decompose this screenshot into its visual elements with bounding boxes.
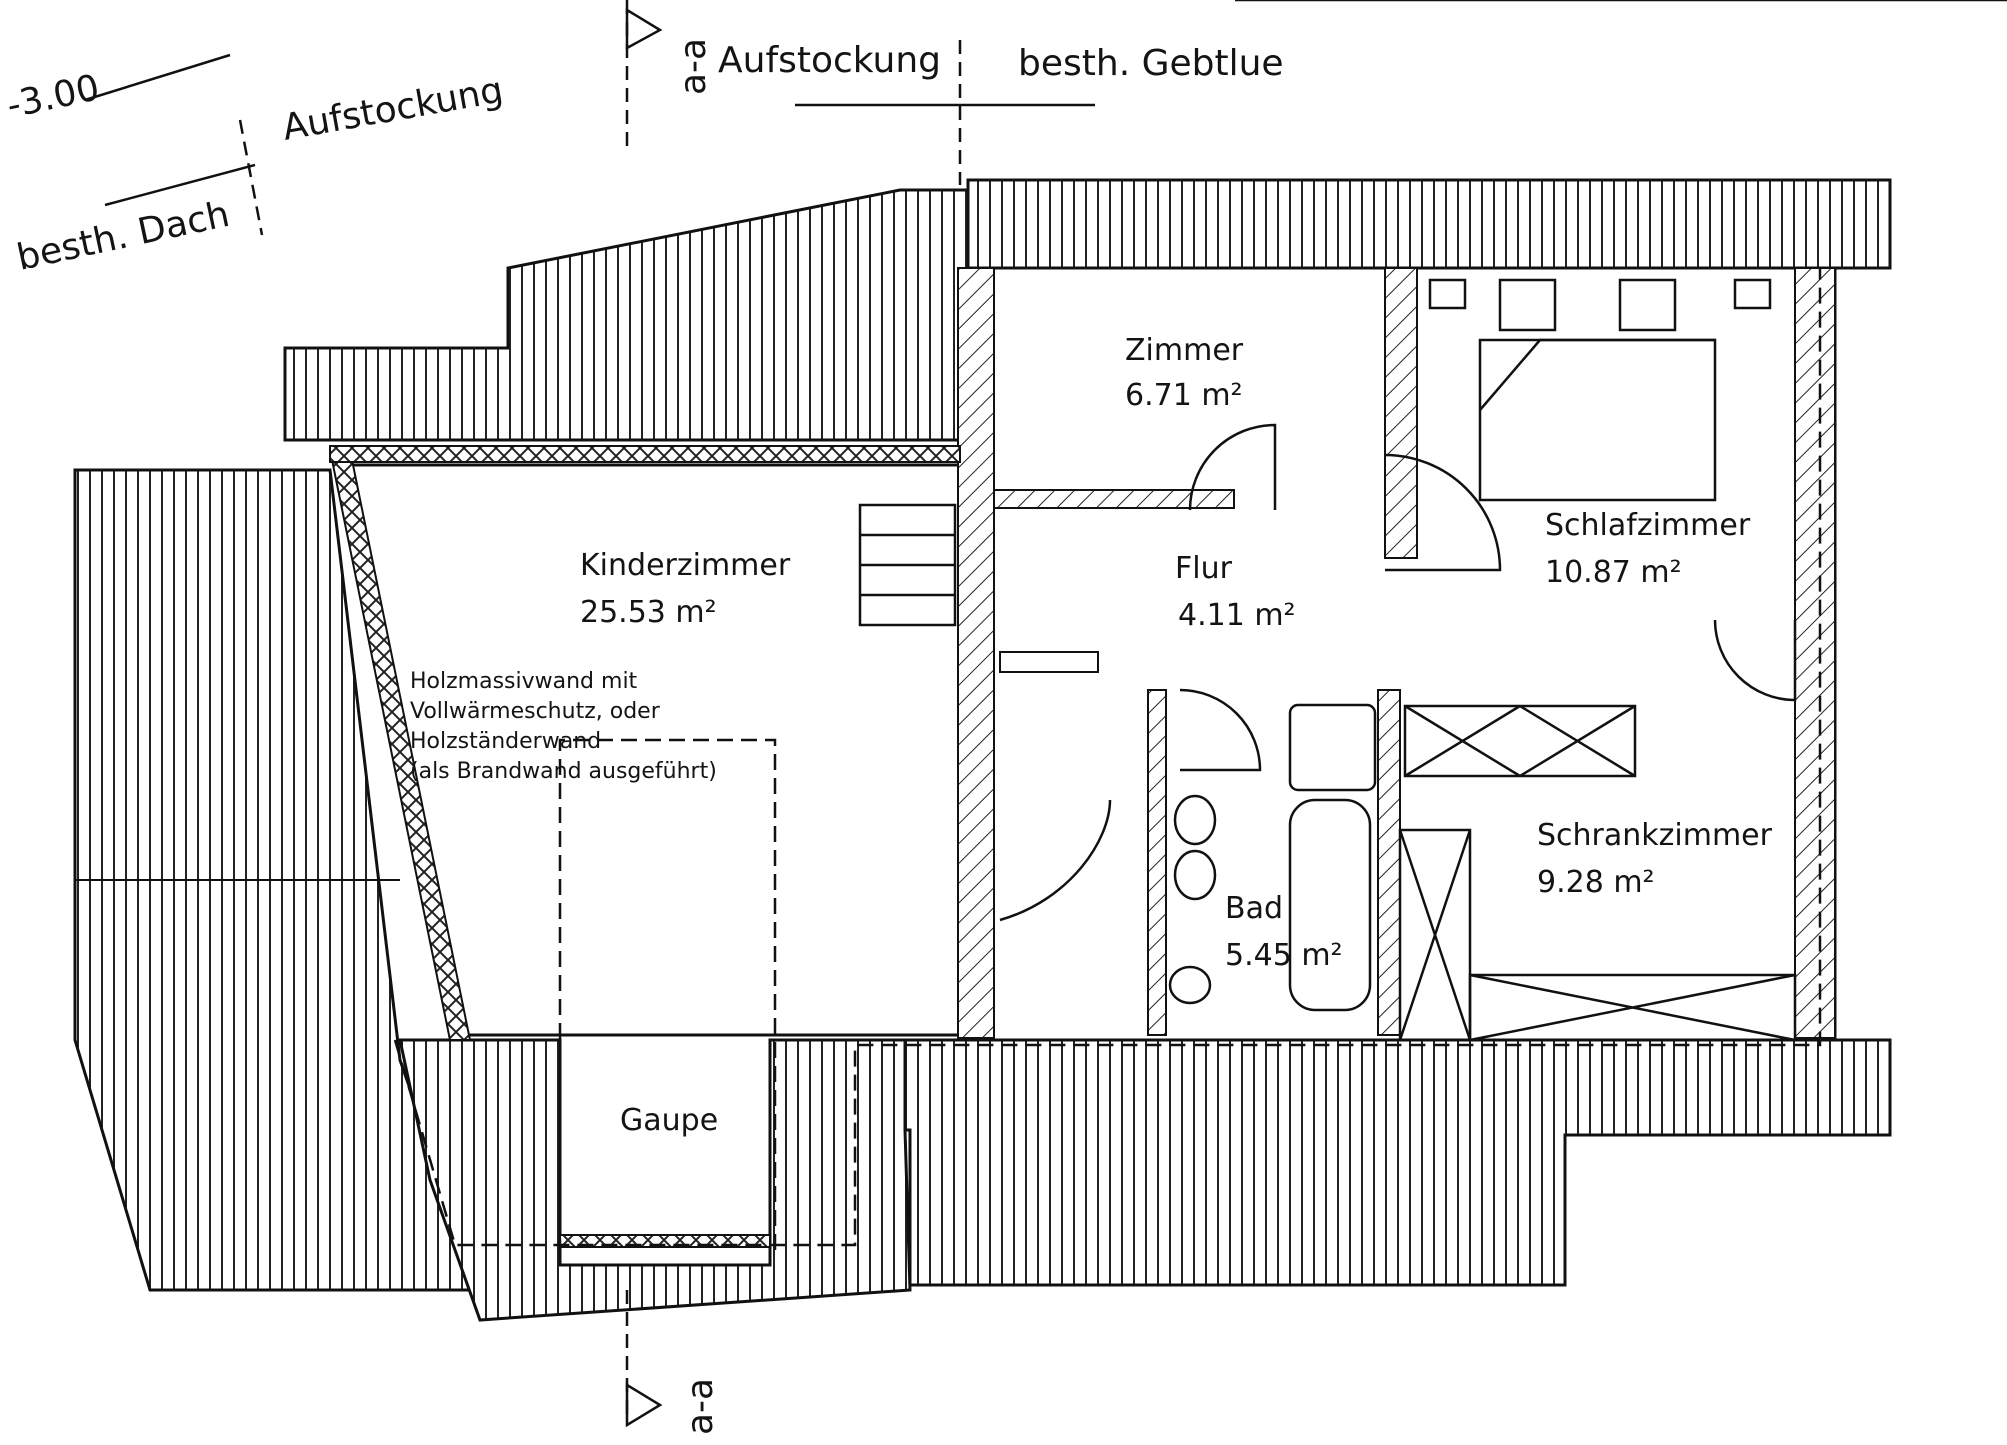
door-bad [1179, 688, 1262, 772]
annotation-aufstockung-top: Aufstockung [718, 40, 941, 81]
room-gaupe-name: Gaupe [620, 1103, 718, 1138]
wall-kinderzimmer-top [329, 445, 961, 463]
annotation-besth-dach: besth. Dach [13, 194, 233, 279]
washbasin-1 [1173, 794, 1217, 846]
section-mark-top: a-a [673, 38, 714, 95]
room-bad-name: Bad [1225, 891, 1283, 926]
roof-bottom-right [903, 1038, 1892, 1287]
washbasin-2 [1173, 849, 1217, 901]
roof-top-left [283, 188, 970, 442]
wall-bath-left [1147, 689, 1167, 1036]
room-schlafzimmer-name: Schlafzimmer [1545, 508, 1751, 543]
roof-bottom-left [398, 1038, 912, 1322]
wall-stair-vertical [957, 267, 995, 1039]
wardrobe-bottom [1468, 973, 1797, 1042]
room-bad-area: 5.45 m² [1225, 938, 1343, 973]
roof-surfaces [73, 178, 1892, 1322]
dimension-lines [84, 0, 2007, 1428]
annotation-besth-gebaeude: besth. Gebtlue [1018, 43, 1284, 84]
bathtub [1288, 798, 1372, 1012]
shower-tray [1288, 703, 1377, 792]
room-schrankzimmer-area: 9.28 m² [1537, 865, 1655, 900]
gaupe-outline [393, 268, 1822, 1255]
fixtures [858, 278, 1797, 1042]
wall-right-outer [1794, 267, 1836, 1039]
room-flur-area: 4.11 m² [1178, 598, 1296, 633]
wall-flur-top [993, 489, 1235, 509]
wall-bath-right [1377, 689, 1401, 1036]
annotation-aufstockung-left: Aufstockung [279, 70, 506, 149]
room-kinderzimmer-name: Kinderzimmer [580, 548, 791, 583]
annotation-dim-left: -3.00 [3, 67, 103, 126]
section-mark-bottom: a-a [680, 1378, 721, 1435]
nightstand-left [1428, 278, 1467, 310]
room-zimmer-name: Zimmer [1125, 333, 1244, 368]
room-zimmer-area: 6.71 m² [1125, 378, 1243, 413]
wall-note-line-4: (als Brandwand ausgeführt) [410, 759, 717, 784]
door-schrankzimmer [1713, 619, 1797, 702]
wardrobe-left [1398, 828, 1472, 1042]
room-kinderzimmer-area: 25.53 m² [580, 595, 717, 630]
pillow-left [1498, 278, 1557, 332]
wall-note-line-2: Vollwärmeschutz, oder [410, 699, 661, 724]
pillow-right [1618, 278, 1677, 332]
room-schlafzimmer-area: 10.87 m² [1545, 555, 1682, 590]
wall-bedroom-left [1384, 267, 1418, 559]
stair-curve [999, 799, 1112, 922]
walls [328, 267, 1836, 1248]
wall-note-line-3: Holzständerwand [410, 729, 601, 754]
wall-stair-inner [999, 651, 1099, 673]
toilet [1168, 965, 1212, 1005]
wall-note-line-1: Holzmassivwand mit [410, 669, 638, 694]
nightstand-right [1733, 278, 1772, 310]
doors [999, 423, 1797, 922]
roof-top-right [966, 178, 1892, 270]
room-schrankzimmer-name: Schrankzimmer [1537, 818, 1773, 853]
room-flur-name: Flur [1175, 551, 1233, 586]
door-schlafzimmer [1384, 453, 1502, 572]
door-zimmer [1188, 423, 1277, 511]
